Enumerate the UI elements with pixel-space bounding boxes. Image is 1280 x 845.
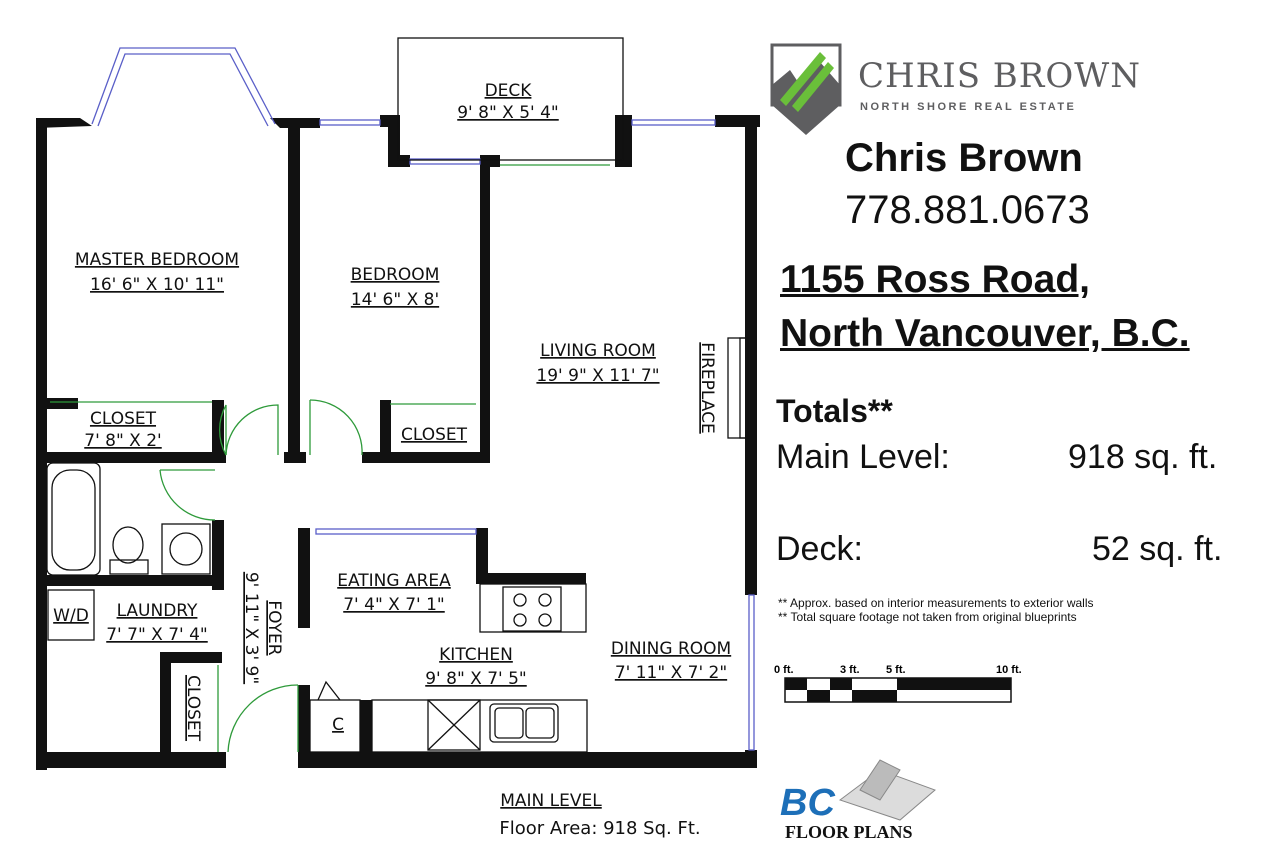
kitchen-label: KITCHEN <box>439 645 513 665</box>
laundry-label: LAUNDRY <box>117 601 198 621</box>
bathtub-icon <box>46 462 101 576</box>
c-label: C <box>332 715 344 735</box>
scale-tick-0: 0 ft. <box>774 664 794 676</box>
bc-floor-plans-logo: BC FLOOR PLANS <box>780 759 936 842</box>
bedroom-label: BEDROOM <box>351 265 440 285</box>
kitchen-sink-icon <box>489 703 559 743</box>
main-level-label: MAIN LEVEL <box>500 791 602 811</box>
kitchen-dims: 9' 8" X 7' 5" <box>425 669 527 689</box>
main-level-total-label: Main Level: <box>776 438 950 476</box>
eating-area-dims: 7' 4" X 7' 1" <box>343 595 445 615</box>
foyer-label: FOYER <box>264 600 284 655</box>
dishwasher-icon <box>427 699 481 751</box>
eating-area-label: EATING AREA <box>337 571 451 591</box>
fireplace-label: FIREPLACE <box>697 342 717 433</box>
deck-dims: 9' 8" X 5' 4" <box>457 103 559 123</box>
foyer-dims: 9' 11" X 3' 9" <box>241 572 261 684</box>
dining-room-dims: 7' 11" X 7' 2" <box>615 663 727 683</box>
laundry-dims: 7' 7" X 7' 4" <box>106 625 208 645</box>
dining-room-label: DINING ROOM <box>611 639 731 659</box>
scale-bar: 0 ft. 3 ft. 5 ft. 10 ft. <box>774 664 1022 703</box>
master-bedroom-dims: 16' 6" X 10' 11" <box>90 275 224 295</box>
deck-label: DECK <box>485 81 533 101</box>
agent-phone[interactable]: 778.881.0673 <box>845 188 1090 232</box>
svg-text:FLOOR PLANS: FLOOR PLANS <box>785 822 913 842</box>
living-room-dims: 19' 9" X 11' 7" <box>536 366 659 386</box>
wd-label: W/D <box>53 606 89 626</box>
deck-total-value: 52 sq. ft. <box>1092 530 1223 568</box>
master-bedroom-label: MASTER BEDROOM <box>75 250 239 270</box>
closet-master-dims: 7' 8" X 2' <box>84 431 161 451</box>
closet-foyer-label: CLOSET <box>183 675 203 742</box>
svg-text:BC: BC <box>780 782 835 824</box>
bedroom-dims: 14' 6" X 8' <box>351 290 439 310</box>
living-room-label: LIVING ROOM <box>540 341 656 361</box>
address-line-2: North Vancouver, B.C. <box>780 312 1190 355</box>
main-level-total-value: 918 sq. ft. <box>1068 438 1218 476</box>
stove-icon <box>502 586 562 632</box>
address-line-1: 1155 Ross Road, <box>780 258 1090 301</box>
scale-tick-3: 3 ft. <box>840 664 860 676</box>
agent-name: Chris Brown <box>845 136 1083 180</box>
floor-area-label: Floor Area: 918 Sq. Ft. <box>499 818 700 839</box>
windows <box>91 37 755 751</box>
room-labels: DECK 9' 8" X 5' 4" MASTER BEDROOM 16' 6"… <box>53 81 731 839</box>
logo-subtitle: NORTH SHORE REAL ESTATE <box>860 101 1077 113</box>
washer-dryer-icon <box>47 589 95 641</box>
totals-heading: Totals** <box>776 393 893 429</box>
doors <box>50 164 610 753</box>
scale-tick-10: 10 ft. <box>996 664 1022 676</box>
logo-name: CHRIS BROWN <box>858 56 1141 96</box>
sink-icon <box>161 523 211 575</box>
note-1: ** Approx. based on interior measurement… <box>778 596 1094 610</box>
toilet-icon <box>112 526 144 564</box>
closet-master-label: CLOSET <box>90 409 157 429</box>
chris-brown-logo-mark <box>770 43 842 135</box>
note-2: ** Total square footage not taken from o… <box>778 610 1077 624</box>
closet-bedroom-label: CLOSET <box>401 425 468 445</box>
deck-total-label: Deck: <box>776 530 863 568</box>
scale-tick-5: 5 ft. <box>886 664 906 676</box>
fixtures <box>46 337 749 753</box>
